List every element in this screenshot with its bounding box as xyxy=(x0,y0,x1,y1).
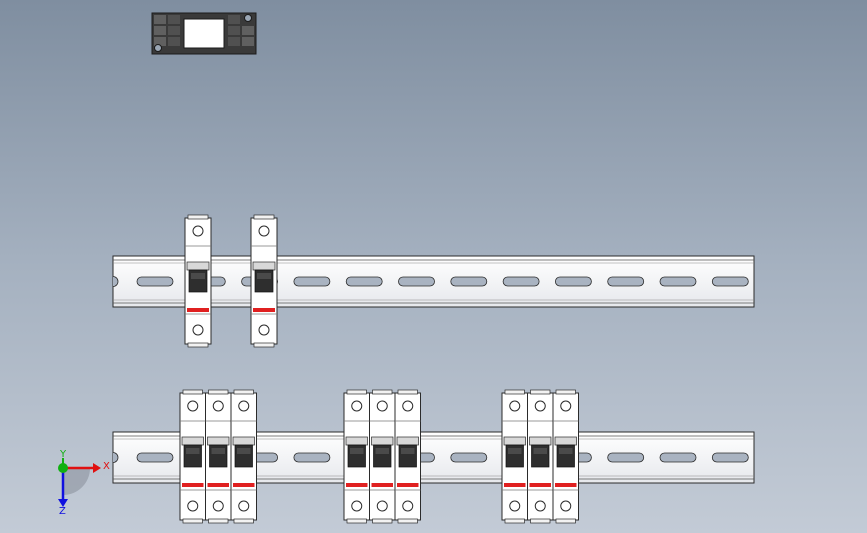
rail-slot xyxy=(711,276,749,287)
terminal-screw-icon xyxy=(509,500,521,512)
rail-slot xyxy=(293,276,331,287)
terminal-screw-icon xyxy=(238,400,250,412)
trip-indicator xyxy=(187,308,209,312)
trip-indicator xyxy=(346,483,368,487)
rail-slot xyxy=(450,276,488,287)
breaker-pole[interactable] xyxy=(501,389,528,524)
circuit-breaker-3-pole[interactable] xyxy=(501,389,579,524)
rail-slot xyxy=(555,276,592,287)
rail-slot xyxy=(711,452,749,463)
terminal-screw-icon xyxy=(534,500,546,512)
trip-indicator xyxy=(555,483,577,487)
rail-slot xyxy=(502,276,540,287)
terminal-screw-icon xyxy=(192,324,204,336)
terminal-screw-icon xyxy=(376,500,388,512)
y-axis-label: Y xyxy=(59,449,67,460)
trip-indicator xyxy=(504,483,526,487)
trip-indicator xyxy=(182,483,204,487)
breaker-pole[interactable] xyxy=(369,389,396,524)
trip-indicator xyxy=(371,483,393,487)
breaker-pole[interactable] xyxy=(205,389,232,524)
terminal-screw-icon xyxy=(402,400,414,412)
rail-slot xyxy=(345,276,383,287)
terminal-screw-icon xyxy=(560,400,572,412)
trip-indicator xyxy=(397,483,419,487)
z-axis-arrowhead xyxy=(58,499,68,507)
x-axis-arrowhead xyxy=(93,463,101,473)
breaker-pole[interactable] xyxy=(552,389,579,524)
breaker-pole[interactable] xyxy=(394,389,421,524)
rail-slot xyxy=(659,452,697,463)
terminal-screw-icon xyxy=(192,225,204,237)
rail-slot xyxy=(607,452,645,463)
rail-slot xyxy=(659,276,697,287)
terminal-screw-icon xyxy=(534,400,546,412)
terminal-screw-icon xyxy=(402,500,414,512)
circuit-breaker-3-pole[interactable] xyxy=(179,389,257,524)
circuit-breaker-3-pole[interactable] xyxy=(343,389,421,524)
rail-slot xyxy=(398,276,435,287)
circuit-breaker-1-pole[interactable] xyxy=(250,214,278,348)
rail-slot xyxy=(136,276,174,287)
terminal-screw-icon xyxy=(509,400,521,412)
terminal-screw-icon xyxy=(258,225,270,237)
breaker-pole[interactable] xyxy=(179,389,206,524)
terminal-screw-icon xyxy=(560,500,572,512)
terminal-screw-icon xyxy=(238,500,250,512)
breaker-pole[interactable] xyxy=(184,214,212,348)
trip-indicator xyxy=(529,483,551,487)
breaker-pole[interactable] xyxy=(527,389,554,524)
terminal-block-component[interactable] xyxy=(151,12,257,55)
terminal-screw-icon xyxy=(258,324,270,336)
coordinate-triad: X Y Z xyxy=(58,449,110,517)
rail-slot xyxy=(450,452,488,463)
terminal-screw-icon xyxy=(351,500,363,512)
x-axis-label: X xyxy=(103,461,110,472)
breaker-pole[interactable] xyxy=(250,214,278,348)
terminal-screw-icon xyxy=(212,500,224,512)
trip-indicator xyxy=(253,308,275,312)
circuit-breaker-1-pole[interactable] xyxy=(184,214,212,348)
terminal-screw-icon xyxy=(187,500,199,512)
trip-indicator xyxy=(207,483,229,487)
breaker-pole[interactable] xyxy=(230,389,257,524)
terminal-screw-icon xyxy=(187,400,199,412)
rail-slot xyxy=(293,452,331,463)
breaker-pole[interactable] xyxy=(343,389,370,524)
terminal-screw-icon xyxy=(212,400,224,412)
terminal-screw-icon xyxy=(351,400,363,412)
rail-slot xyxy=(136,452,174,463)
terminal-screw-icon xyxy=(376,400,388,412)
trip-indicator xyxy=(233,483,255,487)
rail-slot xyxy=(607,276,645,287)
z-axis-label: Z xyxy=(59,506,66,517)
